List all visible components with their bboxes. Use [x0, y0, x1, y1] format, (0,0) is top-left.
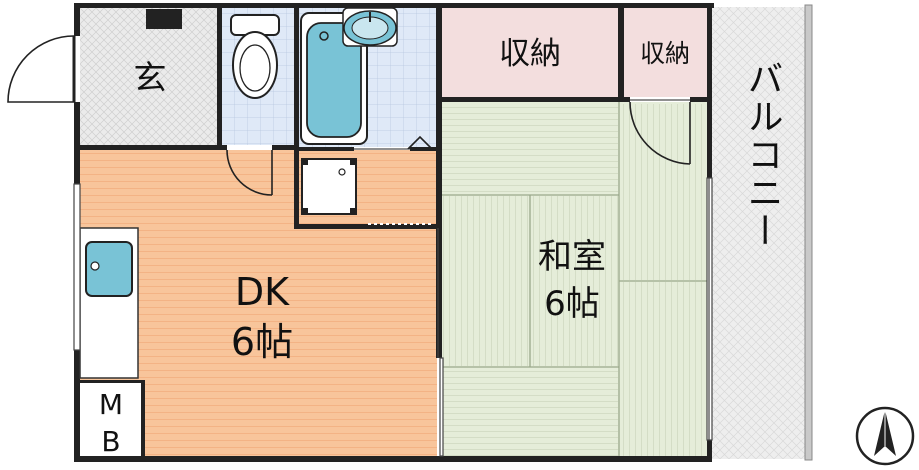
storage-left-label: 収納 — [499, 36, 561, 72]
mb-bottom-label: B — [101, 425, 120, 458]
genkan-label: 玄 — [134, 58, 167, 97]
genkan-floor — [80, 7, 217, 145]
storage-right-label: 収納 — [640, 39, 690, 68]
balcony-label: バルコニー — [742, 60, 783, 250]
doors — [7, 35, 707, 196]
tatami-1 — [442, 104, 618, 194]
shoe-box-icon — [146, 9, 182, 29]
mb-floor — [80, 382, 141, 456]
tatami-seams — [442, 102, 707, 456]
tatami-2 — [620, 104, 707, 280]
windows — [73, 177, 713, 457]
washitsu-size-label: 6帖 — [544, 284, 600, 324]
washitsu-name-label: 和室 — [538, 237, 606, 277]
dk-size-label: 6帖 — [231, 320, 293, 364]
mb-top-label: M — [99, 388, 123, 421]
tatami-4 — [531, 196, 618, 366]
tatami-3 — [442, 196, 529, 366]
storage-right-floor — [624, 7, 707, 97]
tatami-6 — [442, 368, 618, 456]
toilet-icon — [230, 14, 280, 99]
tatami-5 — [620, 282, 707, 456]
north-arrow-icon — [855, 406, 915, 466]
storage-left-floor — [442, 7, 618, 97]
balcony-floor — [712, 7, 807, 459]
balcony-rail — [804, 4, 813, 461]
washing-machine-space-icon — [301, 158, 357, 215]
washbasin-icon — [342, 7, 398, 47]
kitchen-sink-icon — [85, 241, 133, 297]
dk-name-label: DK — [235, 270, 290, 314]
